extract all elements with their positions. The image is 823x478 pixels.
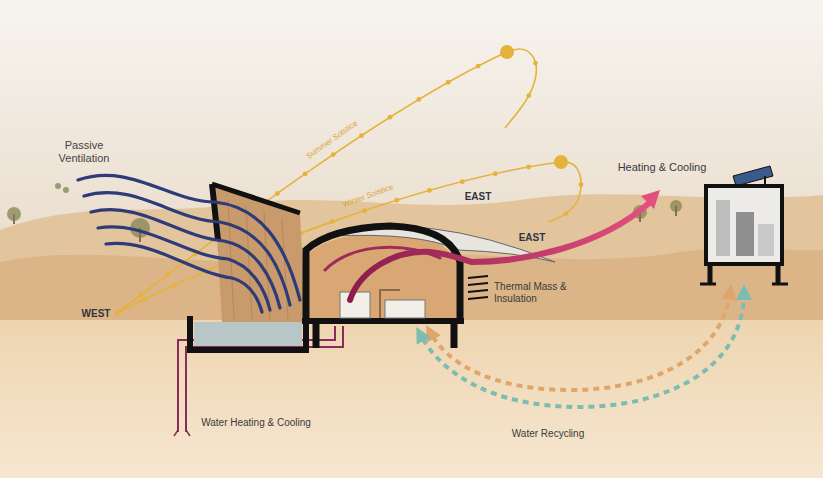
sun-path-dot <box>526 93 531 98</box>
sun-path-dot <box>330 219 335 224</box>
sun-path-dot <box>526 165 531 170</box>
ventilation-flows <box>78 175 300 312</box>
sun-path-dot <box>331 152 336 157</box>
sun-path-dot <box>460 179 465 184</box>
thermal-mass-marks <box>468 276 488 299</box>
system-label: Heating & Cooling <box>618 161 707 174</box>
sun-path-dot <box>564 211 569 216</box>
sun-path-dot <box>303 171 308 176</box>
sun-path-dot <box>362 208 367 213</box>
sun-path-dot <box>446 80 451 85</box>
sun-path-dot <box>533 61 538 66</box>
sun-path-dot <box>275 191 280 196</box>
sun-path-dot <box>476 64 481 69</box>
sun-path-dot <box>506 49 511 54</box>
sun-path-dot <box>579 182 584 187</box>
sun-path-dot <box>388 115 393 120</box>
direction-label: EAST <box>519 232 546 244</box>
sun-path-dot <box>141 297 146 302</box>
sun-path-dot <box>416 97 421 102</box>
utility-unit <box>700 166 788 284</box>
sun-path-dot <box>427 188 432 193</box>
direction-label: EAST <box>465 191 492 203</box>
flow-label: Passive Ventilation <box>49 139 119 165</box>
heating-cooling-flow <box>325 190 660 300</box>
sun-path-dot <box>138 292 143 297</box>
system-label: Water Recycling <box>512 428 584 440</box>
sun-path-dot <box>493 171 498 176</box>
system-label: Thermal Mass & Insulation <box>494 281 580 305</box>
sun-path-dot <box>172 283 177 288</box>
system-label: Water Heating & Cooling <box>201 417 311 429</box>
sun-path-dot <box>166 272 171 277</box>
direction-label: WEST <box>82 308 111 320</box>
water-recycling-arrows <box>420 292 744 407</box>
sun-path-dot <box>394 198 399 203</box>
sun-path-dot <box>359 133 364 138</box>
sun-path-dot <box>560 160 565 165</box>
